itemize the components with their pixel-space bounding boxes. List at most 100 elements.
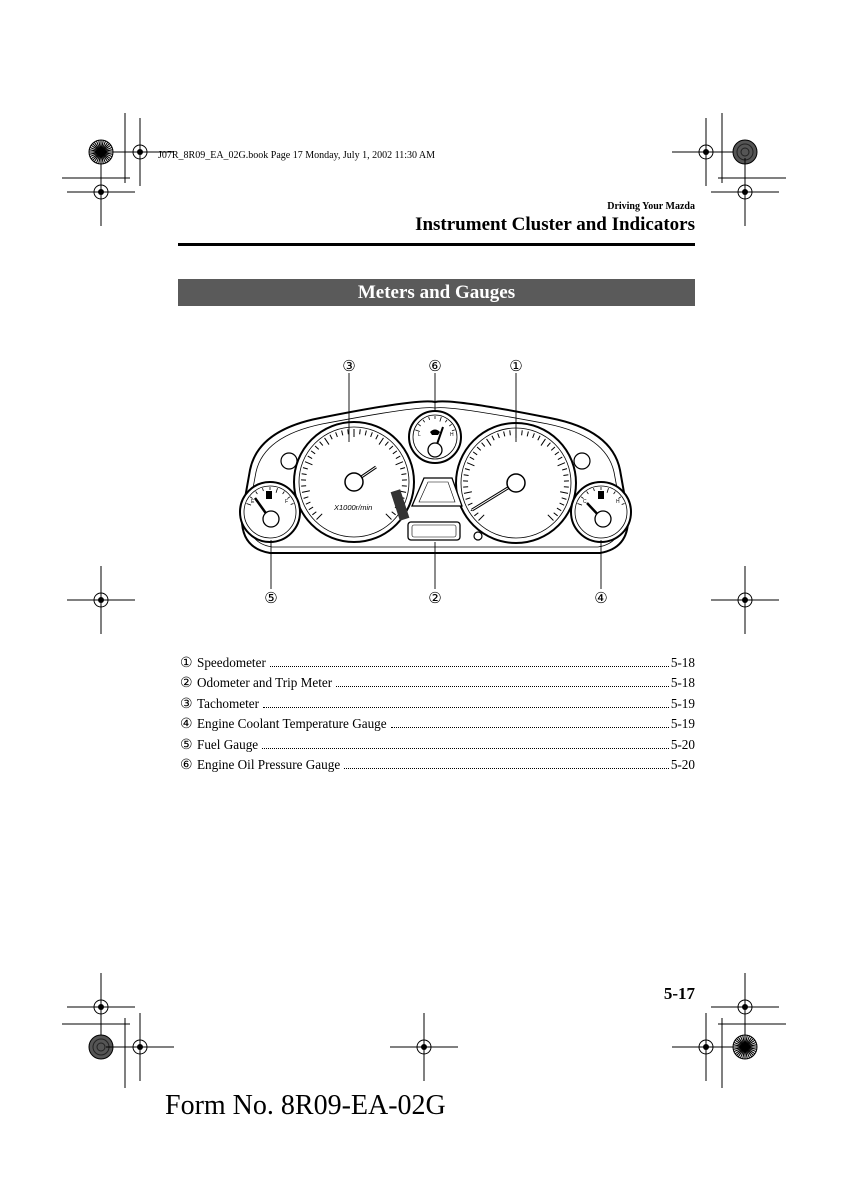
dial-tick bbox=[422, 419, 426, 423]
odometer-window bbox=[407, 521, 461, 541]
dial-tick bbox=[463, 491, 472, 494]
dial-tick bbox=[316, 513, 323, 520]
dial-tick bbox=[472, 451, 478, 456]
form-number: Form No. 8R09-EA-02G bbox=[165, 1090, 446, 1121]
leader-dots bbox=[344, 767, 669, 769]
dial-tick bbox=[449, 423, 452, 427]
item-page-ref: 5-18 bbox=[670, 655, 695, 670]
dial-tick bbox=[384, 441, 389, 446]
dial-tick bbox=[375, 434, 379, 440]
callout-5: ⑤ bbox=[264, 589, 277, 607]
callout-2: ② bbox=[428, 589, 441, 607]
dial-tick bbox=[308, 506, 314, 511]
dial-tick bbox=[481, 442, 486, 447]
dial-tick bbox=[395, 455, 401, 459]
banner-title: Meters and Gauges bbox=[357, 281, 516, 303]
dial-tick bbox=[428, 416, 430, 420]
dial-tick bbox=[262, 488, 264, 492]
dial-tick bbox=[304, 461, 313, 466]
dial-tick bbox=[301, 473, 307, 475]
item-label: Fuel Gauge bbox=[197, 736, 259, 752]
dial-tick bbox=[341, 430, 344, 436]
item-number: ⑥ bbox=[180, 757, 193, 773]
dial-tick bbox=[497, 433, 500, 439]
dial-tick bbox=[557, 462, 566, 467]
leader-dots bbox=[269, 665, 669, 667]
item-label: Engine Oil Pressure Gauge bbox=[197, 756, 341, 772]
source-file-line: J07R_8R09_EA_02G.book Page 17 Monday, Ju… bbox=[158, 150, 436, 161]
dial-tick bbox=[444, 419, 448, 423]
title-rule bbox=[178, 243, 695, 246]
dial-tick bbox=[547, 514, 554, 521]
list-item[interactable]: ③ Tachometer 5-19 bbox=[180, 696, 695, 716]
dial-tick bbox=[550, 446, 556, 451]
dial-tick bbox=[554, 451, 560, 456]
oil-high-mark: H bbox=[450, 432, 454, 438]
item-page-ref: 5-20 bbox=[670, 756, 695, 772]
leader-dots bbox=[390, 726, 669, 729]
dial-tick bbox=[467, 502, 473, 506]
dial-tick bbox=[319, 441, 324, 446]
dial-tick bbox=[303, 496, 309, 499]
item-number: ⑤ bbox=[180, 737, 193, 753]
list-item[interactable]: ② Odometer and Trip Meter 5-18 bbox=[180, 675, 695, 695]
dial-tick bbox=[469, 456, 475, 460]
dial-tick bbox=[486, 438, 492, 446]
list-item[interactable]: ① Speedometer 5-18 bbox=[180, 655, 695, 675]
dial-tick bbox=[400, 467, 406, 470]
list-item[interactable]: ⑥ Engine Oil Pressure Gauge 5-20 bbox=[180, 757, 695, 777]
item-number: ② bbox=[180, 676, 193, 692]
callout-6: ⑥ bbox=[428, 357, 441, 375]
item-label: Odometer and Trip Meter bbox=[197, 675, 333, 691]
dial-tick bbox=[388, 445, 394, 450]
dial-tick bbox=[521, 430, 523, 436]
item-number: ① bbox=[180, 656, 193, 671]
dial-tick bbox=[246, 503, 252, 506]
dial-tick bbox=[606, 488, 609, 493]
dial-tick bbox=[557, 456, 563, 460]
dial-tick bbox=[301, 490, 310, 493]
temp-cold-mark: C bbox=[583, 499, 587, 505]
item-page-ref: 5-18 bbox=[670, 675, 695, 691]
leader-dots bbox=[262, 747, 669, 749]
callout-4: ④ bbox=[594, 589, 607, 607]
fuel-empty-mark: E bbox=[251, 499, 255, 505]
dial-tick bbox=[415, 429, 420, 432]
dial-tick bbox=[392, 450, 398, 455]
oil-low-mark: L bbox=[418, 432, 421, 438]
item-number: ④ bbox=[180, 717, 193, 733]
gauge-tick-marks bbox=[246, 416, 625, 521]
dial-tick bbox=[451, 429, 455, 432]
list-item[interactable]: ⑤ Fuel Gauge 5-20 bbox=[180, 737, 695, 757]
tach-unit-label: X1000r/min bbox=[333, 503, 372, 512]
dial-tick bbox=[305, 501, 311, 505]
dial-tick bbox=[526, 431, 529, 437]
leader-dots bbox=[336, 685, 669, 688]
dial-tick bbox=[618, 496, 622, 499]
dial-tick bbox=[347, 429, 349, 435]
dial-tick bbox=[532, 433, 535, 439]
dial-tick bbox=[593, 488, 595, 492]
dial-tick bbox=[559, 502, 565, 506]
reset-knob bbox=[473, 531, 483, 541]
dial-tick bbox=[613, 491, 616, 495]
dial-tick bbox=[478, 514, 485, 521]
oil-pressure-dial bbox=[408, 410, 462, 464]
dial-tick bbox=[563, 474, 569, 476]
dial-tick bbox=[324, 437, 330, 445]
item-page-ref: 5-19 bbox=[670, 716, 695, 732]
dial-tick bbox=[439, 416, 442, 422]
item-page-ref: 5-19 bbox=[670, 695, 695, 711]
dial-tick bbox=[540, 438, 546, 446]
left-knob bbox=[280, 452, 298, 470]
callout-1: ① bbox=[509, 357, 522, 375]
dial-tick bbox=[464, 468, 470, 471]
dial-tick bbox=[359, 429, 361, 435]
right-knob bbox=[573, 452, 591, 470]
item-page-ref: 5-20 bbox=[670, 736, 695, 752]
dial-tick bbox=[385, 513, 392, 520]
dial-tick bbox=[466, 462, 475, 467]
list-item[interactable]: ④ Engine Coolant Temperature Gauge 5-19 bbox=[180, 716, 695, 736]
dial-tick bbox=[546, 442, 551, 447]
